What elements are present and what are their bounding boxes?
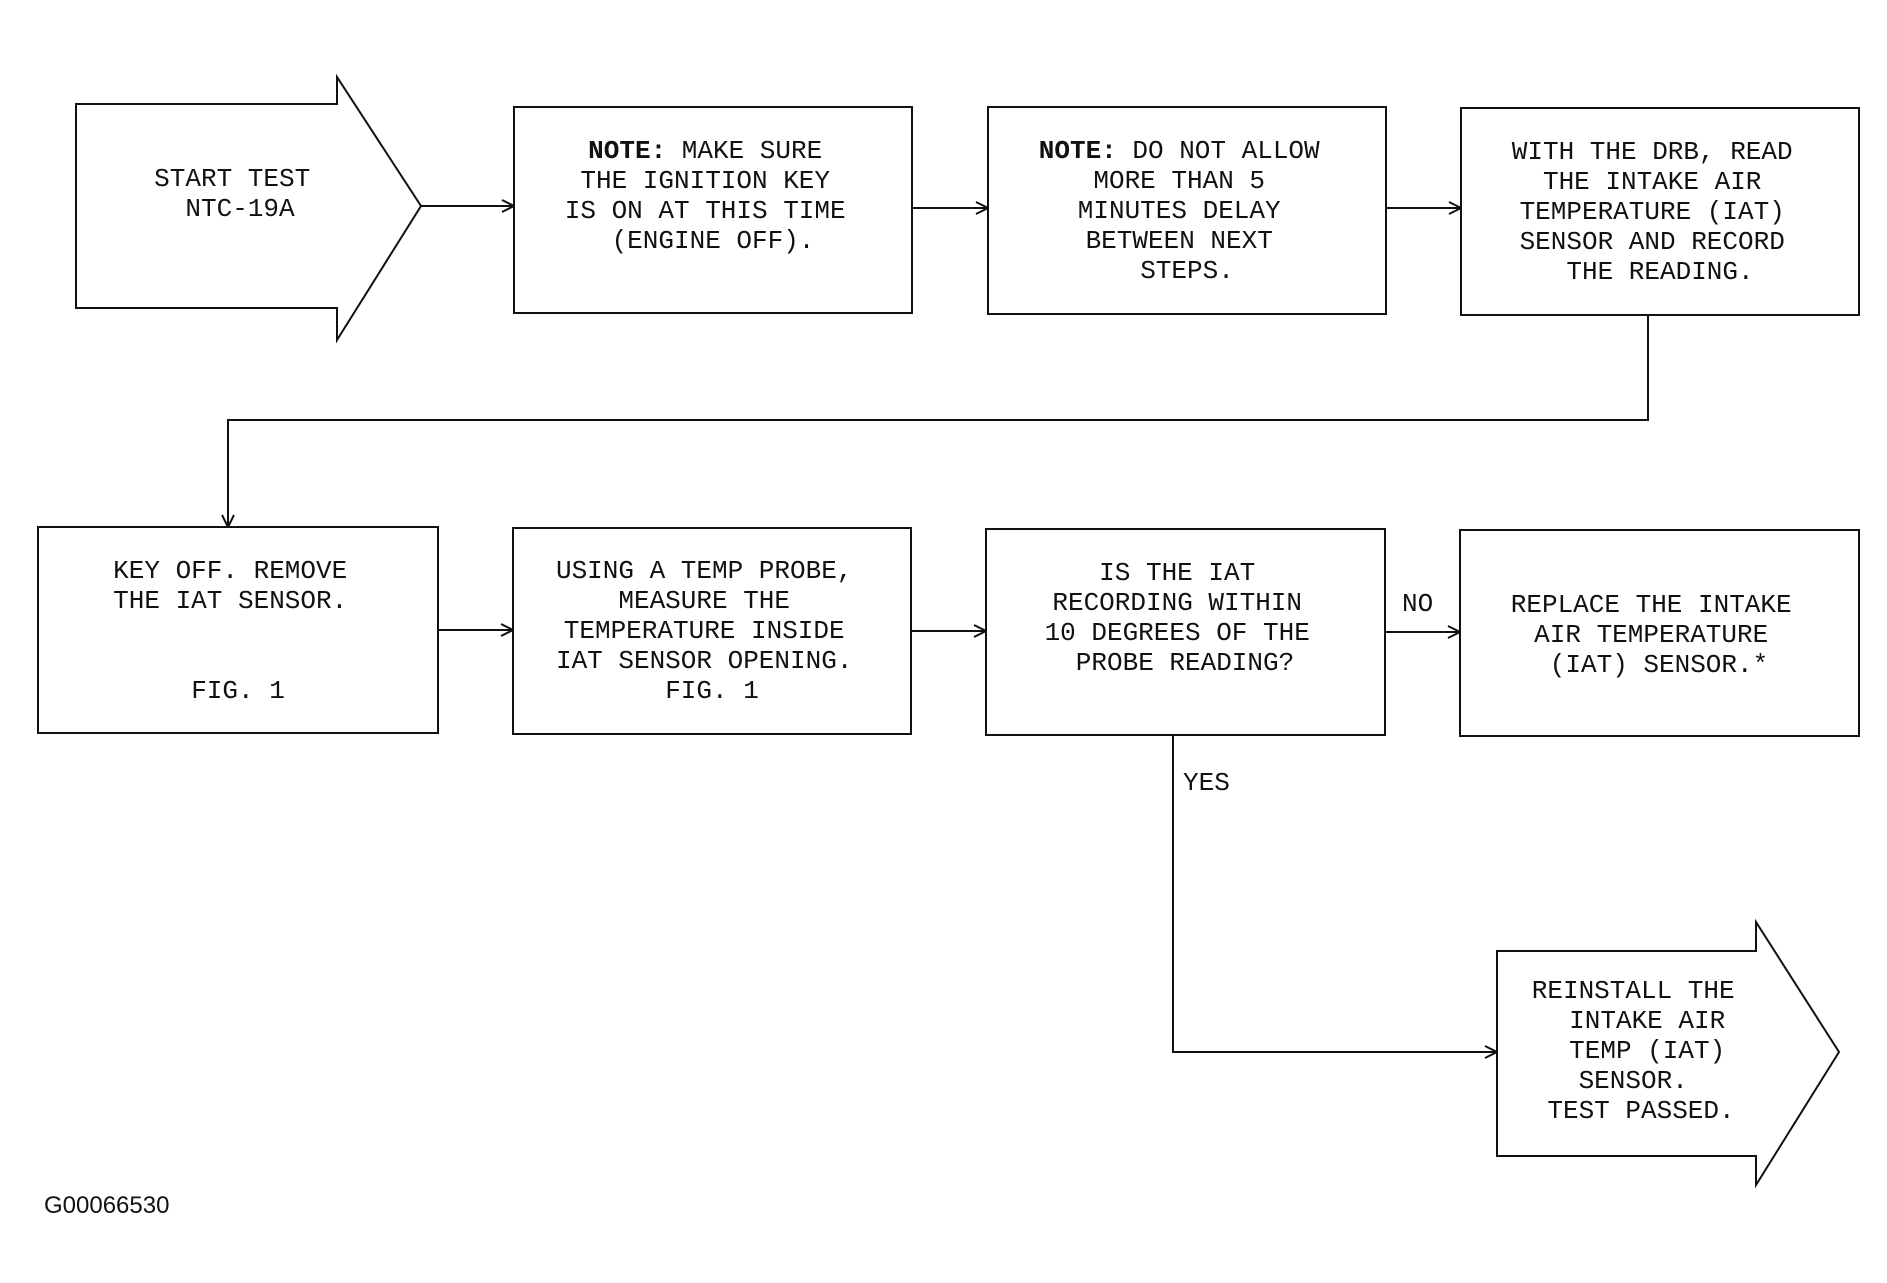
note-keyword: NOTE: bbox=[588, 136, 666, 166]
svg-text:WITH THE DRB, READ THE I: WITH THE DRB, READ THE INTAKE AIR TEMPER… bbox=[1512, 137, 1808, 287]
svg-text:REINSTALL THE INTAKE AIR: REINSTALL THE INTAKE AIR TEMP (IAT) SENS… bbox=[1532, 976, 1750, 1126]
note-delay-line-4: BETWEEN NEXT bbox=[1086, 226, 1273, 256]
reinstall-line-1: REINSTALL THE bbox=[1532, 976, 1735, 1006]
temp-probe-node: USING A TEMP PROBE, MEASURE THE TEMPERAT… bbox=[512, 527, 912, 735]
note-delay-line-3: MINUTES DELAY bbox=[1078, 196, 1281, 226]
svg-text:NOTE: MAKE SURE: NOTE: MAKE SURE THE IGNITION KEY IS ON A… bbox=[565, 136, 861, 256]
note-keyword: NOTE: bbox=[1039, 136, 1117, 166]
replace-iat-line-3: (IAT) SENSOR.* bbox=[1550, 650, 1768, 680]
key-off-fig-ref: FIG. 1 bbox=[191, 676, 285, 706]
decision-line-4: PROBE READING? bbox=[1076, 648, 1294, 678]
edge-decision-yes bbox=[1172, 735, 1497, 1052]
temp-probe-line-3: TEMPERATURE INSIDE bbox=[564, 616, 845, 646]
replace-iat-node: REPLACE THE INTAKE AIR TEMPERATURE (IAT)… bbox=[1459, 529, 1860, 737]
reinstall-line-3: TEMP (IAT) bbox=[1569, 1036, 1725, 1066]
svg-text:REPLACE THE INTAKE AIR T: REPLACE THE INTAKE AIR TEMPERATURE (IAT)… bbox=[1511, 590, 1807, 680]
edge-label-yes: YES bbox=[1183, 768, 1230, 798]
note-ignition-line-3: IS ON AT THIS TIME bbox=[565, 196, 846, 226]
start-label-line-2: NTC-19A bbox=[185, 194, 295, 224]
temp-probe-line-2: MEASURE THE bbox=[618, 586, 790, 616]
edge-read-to-keyoff bbox=[228, 315, 1649, 527]
note-ignition-line-4: (ENGINE OFF). bbox=[612, 226, 815, 256]
figure-id: G00066530 bbox=[44, 1192, 169, 1219]
read-iat-line-3: TEMPERATURE (IAT) bbox=[1520, 197, 1785, 227]
note-delay-line-5: STEPS. bbox=[1140, 256, 1234, 286]
svg-text:USING A TEMP PROBE, MEAS: USING A TEMP PROBE, MEASURE THE TEMPERAT… bbox=[556, 556, 868, 706]
reinstall-node: REINSTALL THE INTAKE AIR TEMP (IAT) SENS… bbox=[1496, 918, 1841, 1189]
decision-node: IS THE IAT RECORDING WITHIN 10 DEGREES O… bbox=[985, 528, 1386, 736]
reinstall-line-5: TEST PASSED. bbox=[1547, 1096, 1734, 1126]
edge-label-no: NO bbox=[1402, 589, 1433, 619]
note-delay-node: NOTE: DO NOT ALLOW MORE THAN 5 MINUTES D… bbox=[987, 106, 1387, 315]
replace-iat-line-2: AIR TEMPERATURE bbox=[1534, 620, 1768, 650]
decision-line-3: 10 DEGREES OF THE bbox=[1045, 618, 1310, 648]
svg-text:START TEST NTC-19A: START TEST NTC-19A bbox=[154, 164, 326, 224]
svg-text:IS THE IAT RECORDING WIT: IS THE IAT RECORDING WITHIN 10 DEGREES O… bbox=[1045, 558, 1326, 678]
decision-line-2: RECORDING WITHIN bbox=[1052, 588, 1302, 618]
read-iat-line-2: THE INTAKE AIR bbox=[1543, 167, 1761, 197]
reinstall-line-2: INTAKE AIR bbox=[1569, 1006, 1725, 1036]
temp-probe-line-1: USING A TEMP PROBE, bbox=[556, 556, 852, 586]
svg-text:KEY OFF. REMOVE THE IAT: KEY OFF. REMOVE THE IAT SENSOR. FIG. 1 bbox=[113, 556, 363, 706]
note-ignition-key-node: NOTE: MAKE SURE THE IGNITION KEY IS ON A… bbox=[513, 106, 913, 314]
reinstall-line-4: SENSOR. bbox=[1579, 1066, 1688, 1096]
temp-probe-line-4: IAT SENSOR OPENING. bbox=[556, 646, 852, 676]
temp-probe-fig-ref: FIG. 1 bbox=[665, 676, 759, 706]
read-iat-node: WITH THE DRB, READ THE INTAKE AIR TEMPER… bbox=[1460, 107, 1860, 316]
key-off-node: KEY OFF. REMOVE THE IAT SENSOR. FIG. 1 bbox=[37, 526, 439, 734]
note-delay-line-2: MORE THAN 5 bbox=[1093, 166, 1265, 196]
read-iat-line-5: THE READING. bbox=[1566, 257, 1753, 287]
read-iat-line-1: WITH THE DRB, READ bbox=[1512, 137, 1793, 167]
start-label-line-1: START TEST bbox=[154, 164, 310, 194]
note-delay-line-1: DO NOT ALLOW bbox=[1132, 136, 1320, 166]
read-iat-line-4: SENSOR AND RECORD bbox=[1520, 227, 1785, 257]
note-ignition-line-2: THE IGNITION KEY bbox=[580, 166, 830, 196]
svg-text:NOTE: DO NOT ALLOW: NOTE: DO NOT ALLOW MORE THAN 5 MINUTES D… bbox=[1039, 136, 1335, 286]
note-ignition-line-1: MAKE SURE bbox=[682, 136, 822, 166]
replace-iat-line-1: REPLACE THE INTAKE bbox=[1511, 590, 1792, 620]
key-off-line-1: KEY OFF. REMOVE bbox=[113, 556, 347, 586]
decision-line-1: IS THE IAT bbox=[1099, 558, 1255, 588]
key-off-line-2: THE IAT SENSOR. bbox=[113, 586, 347, 616]
start-node: START TEST NTC-19A bbox=[75, 73, 423, 344]
